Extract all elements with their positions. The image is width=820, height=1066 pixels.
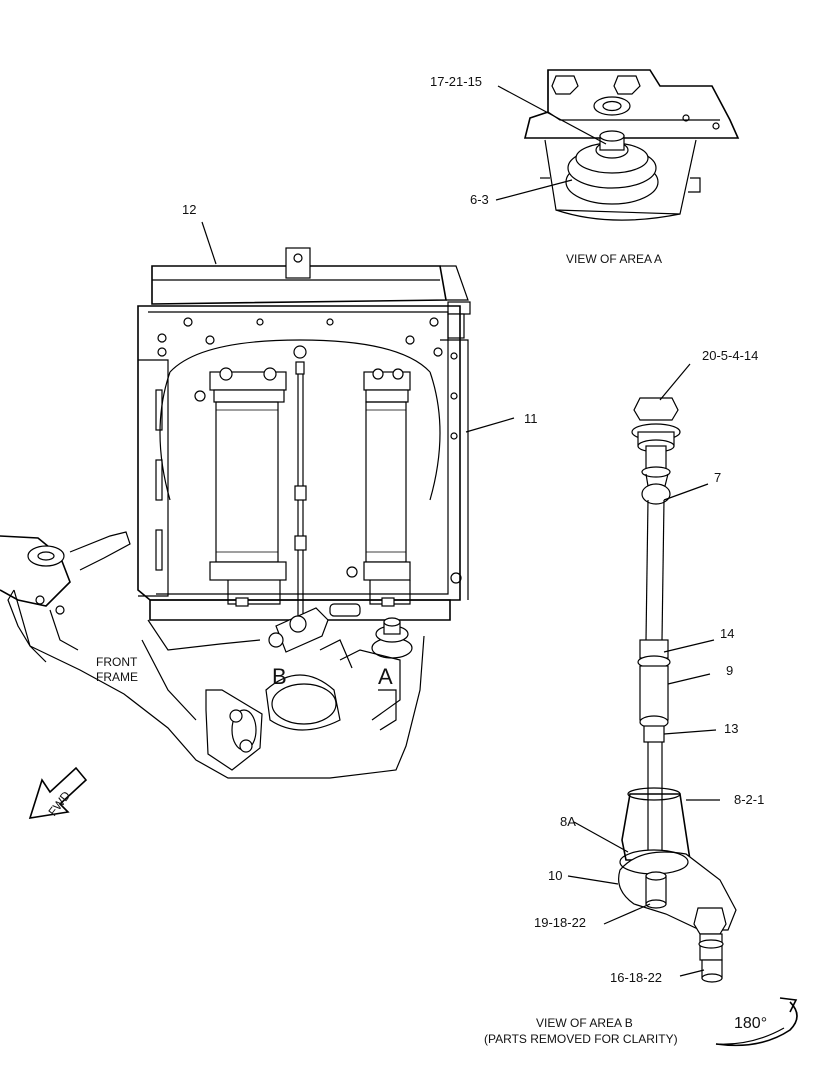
callout-8-2-1: 8-2-1 [734, 792, 764, 807]
callout-13: 13 [724, 721, 738, 736]
callout-10: 10 [548, 868, 562, 883]
leader-lines [201, 85, 720, 977]
view-area-b-note: (PARTS REMOVED FOR CLARITY) [484, 1032, 678, 1046]
view-area-a-title: VIEW OF AREA A [566, 252, 662, 266]
area-a-detail [523, 69, 740, 221]
callout-19-18-22: 19-18-22 [534, 915, 586, 930]
callout-20-5-4-14: 20-5-4-14 [702, 348, 758, 363]
callout-17-21-15: 17-21-15 [430, 74, 482, 89]
front-frame-label-line2: FRAME [96, 670, 138, 684]
rotation-arrow-icon [715, 997, 798, 1047]
seat-assembly [137, 247, 471, 659]
callout-14: 14 [720, 626, 734, 641]
area-b-detail [618, 397, 737, 983]
callout-16-18-22: 16-18-22 [610, 970, 662, 985]
rotation-label: 180° [734, 1015, 767, 1032]
callout-11: 11 [524, 411, 538, 426]
labels: 17-21-15 6-3 VIEW OF AREA A 12 11 20-5-4… [45, 74, 767, 1046]
front-frame-structure [0, 531, 425, 779]
callout-12: 12 [182, 202, 196, 217]
callout-8a: 8A [560, 814, 576, 829]
callout-6-3: 6-3 [470, 192, 489, 207]
callout-9: 9 [726, 663, 733, 678]
view-area-b-title: VIEW OF AREA B [536, 1016, 633, 1030]
fwd-arrow [28, 766, 88, 819]
marker-b: B [272, 664, 287, 689]
front-frame-label-line1: FRONT [96, 655, 138, 669]
callout-7: 7 [714, 470, 721, 485]
marker-a: A [378, 664, 393, 689]
